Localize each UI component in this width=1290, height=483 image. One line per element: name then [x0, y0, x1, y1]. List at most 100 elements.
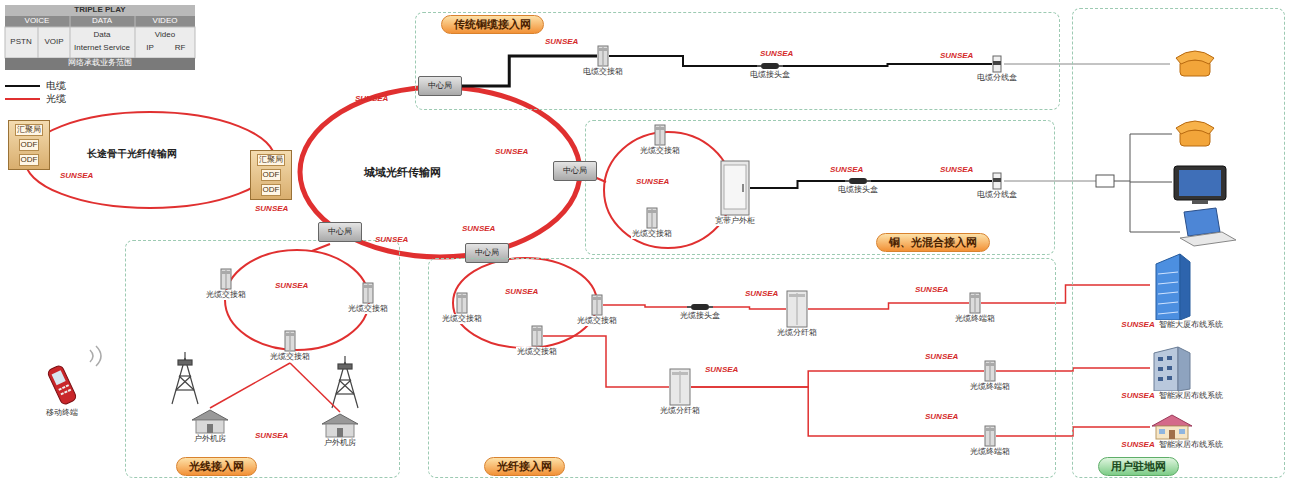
node-label: 光缆交接箱: [639, 146, 681, 156]
equipment-icon: [531, 325, 543, 347]
node-label: 汇聚局: [257, 154, 285, 166]
equipment-node: 光缆交接箱: [631, 207, 673, 239]
label-group: SUNSEA智能家居布线系统: [1120, 391, 1223, 401]
table-cell: TRIPLE PLAY: [74, 6, 125, 15]
equipment-icon: [984, 425, 996, 447]
label-group: 光缆接头盒: [679, 311, 721, 321]
drop-wire: [1004, 181, 1096, 182]
equipment-node: 光缆终端箱: [969, 425, 1011, 457]
drop-wire: [1114, 134, 1180, 232]
brand-watermark: SUNSEA: [60, 172, 93, 181]
label-group: SUNSEA智能大厦布线系统: [1120, 320, 1223, 330]
table-grid: [38, 16, 135, 58]
equipment-node: 光缆终端箱: [954, 292, 996, 324]
legend-cable-sample: [5, 85, 40, 87]
equipment-icon: [720, 160, 750, 216]
equipment-icon: [654, 124, 666, 146]
fiber-line: [543, 336, 669, 387]
equipment-node: 电缆交接箱: [582, 45, 624, 77]
equipment-node: 户外机房: [320, 412, 360, 448]
equipment-icon: [687, 303, 713, 311]
equipment-icon: [284, 330, 296, 352]
equipment-icon: [1150, 250, 1194, 320]
table-cell: 网络承载业务范围: [68, 59, 132, 68]
node-label: 光缆交接箱: [347, 304, 389, 314]
equipment-node: 电缆接头盒: [837, 177, 879, 195]
node-label: 智能家居布线系统: [1158, 391, 1224, 401]
table-cell: Data: [94, 31, 111, 40]
equipment-icon: [969, 292, 981, 314]
equipment-node: 光缆交接箱: [516, 325, 558, 357]
label-group: 光缆交接箱: [205, 290, 247, 300]
brand-watermark: SUNSEA: [925, 353, 958, 362]
label-group: 电缆分线盒: [976, 73, 1018, 83]
node-label: 光缆交接箱: [576, 316, 618, 326]
equipment-icon: [720, 160, 750, 216]
node-label: 光缆终端箱: [969, 382, 1011, 392]
equipment-icon: [597, 45, 609, 67]
hybrid-ring: [604, 132, 732, 248]
node-label: 光缆分纤箱: [659, 406, 701, 416]
label-group: 光缆交接箱: [631, 229, 673, 239]
central-office: 中心局: [418, 76, 462, 96]
node-label: 中心局: [562, 166, 588, 176]
equipment-icon: [591, 294, 603, 316]
laptop-icon: [1180, 208, 1236, 246]
node-label: ODF: [261, 184, 282, 196]
equipment-icon: [984, 360, 996, 382]
label-group: 移动终端: [45, 408, 79, 418]
antenna-tower: [172, 352, 198, 404]
equipment-icon: [456, 292, 468, 314]
node-label: 光缆交接箱: [631, 229, 673, 239]
node-label: 中心局: [327, 227, 353, 237]
node-label: 电缆接头盒: [749, 70, 791, 80]
table-cell: DATA: [92, 17, 112, 26]
access-region: 光线接入网光缆交接箱光缆交接箱光缆交接箱户外机房户外机房: [125, 240, 400, 478]
fiber-link: [312, 244, 330, 251]
signal-waves: [90, 346, 101, 366]
tv-icon: [1174, 166, 1226, 204]
equipment-icon: [1150, 250, 1194, 320]
region-tag: 光线接入网: [176, 457, 257, 476]
node-label: SUNSEA: [1120, 391, 1155, 401]
fiber-line: [210, 363, 290, 408]
node-label: 光缆交接箱: [205, 290, 247, 300]
node-label: 光缆分纤箱: [776, 328, 818, 338]
backbone-ring: [25, 112, 275, 208]
label-group: 光缆终端箱: [969, 382, 1011, 392]
label-group: 户外机房: [193, 434, 227, 444]
equipment-icon: [45, 362, 79, 408]
label-group: 光缆交接箱: [269, 352, 311, 362]
fiber-line: [996, 427, 1150, 436]
equipment-icon: [45, 362, 79, 408]
equipment-node: 电缆分线盒: [976, 55, 1018, 83]
equipment-icon: [845, 177, 871, 185]
equipment-icon: [984, 425, 996, 447]
fiber-line: [713, 307, 786, 309]
node-label: 户外机房: [323, 438, 357, 448]
equipment-icon: [757, 62, 783, 70]
table-cell: Internet Service: [74, 44, 130, 53]
access-region: 用户驻地网SUNSEA智能大厦布线系统SUNSEA智能家居布线系统SUNSEA智…: [1072, 8, 1285, 478]
brand-watermark: SUNSEA: [255, 205, 288, 214]
node-label: 智能大厦布线系统: [1158, 320, 1224, 330]
equipment-icon: [845, 177, 871, 185]
fiber-line: [996, 368, 1150, 371]
network-name: 城域光纤传输网: [362, 166, 443, 178]
label-group: 光缆交接箱: [639, 146, 681, 156]
node-label: 电缆分线盒: [976, 190, 1018, 200]
equipment-icon: [654, 124, 666, 146]
equipment-icon: [992, 55, 1002, 73]
brand-watermark: SUNSEA: [705, 366, 738, 375]
node-label: 光缆交接箱: [516, 347, 558, 357]
equipment-node: 光缆交接箱: [639, 124, 681, 156]
label-group: 光缆交接箱: [347, 304, 389, 314]
brand-watermark: SUNSEA: [915, 286, 948, 295]
fiber-line: [981, 285, 1150, 303]
brand-watermark: SUNSEA: [830, 166, 863, 175]
equipment-icon: [786, 290, 808, 328]
label-group: 光缆终端箱: [969, 447, 1011, 457]
brand-watermark: SUNSEA: [636, 178, 669, 187]
